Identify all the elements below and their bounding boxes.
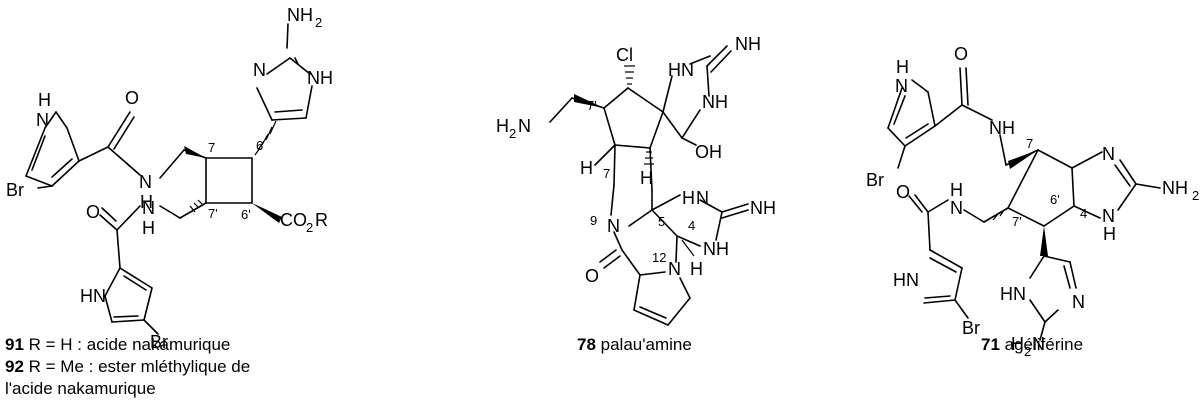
caption-text: R = H : acide nakamurique — [23, 335, 231, 354]
atom-label: N — [1102, 144, 1115, 164]
atom-label: H — [1011, 334, 1024, 354]
atom-number: 4 — [1080, 206, 1087, 221]
atom-label: NH — [750, 198, 776, 218]
atom-label: 2 — [509, 126, 516, 141]
caption-92-line2: l'acide nakamurique — [5, 378, 156, 400]
molecule-nakamuric-acid: H N Br O N H NH 2 N NH H N O CO 2 R HN B… — [6, 5, 333, 352]
atom-label: NH — [1162, 178, 1188, 198]
atom-label: 2 — [306, 220, 313, 235]
caption-text: R = Me : ester mléthylique de — [23, 357, 251, 376]
caption-91: 91 R = H : acide nakamurique — [5, 334, 230, 356]
atom-label: N — [253, 60, 266, 80]
atom-label: N — [1072, 292, 1085, 312]
compound-number: 71 — [981, 335, 1000, 354]
compound-number: 91 — [5, 335, 24, 354]
atom-label: H — [640, 168, 653, 188]
atom-number: 7' — [1012, 214, 1022, 229]
atom-label: O — [125, 88, 139, 108]
molecule-palauamine: Cl NH HN NH OH H 2 N H H N O NH H N NH N… — [496, 34, 776, 326]
compound-number: 78 — [577, 335, 596, 354]
atom-label: NH — [307, 68, 333, 88]
atom-label: N — [1102, 206, 1115, 226]
atom-label: N — [607, 216, 620, 236]
atom-label: N — [139, 172, 152, 192]
caption-78: 78 palau'amine — [577, 334, 692, 356]
caption-text: palau'amine — [595, 335, 692, 354]
atom-number: 7' — [587, 98, 597, 113]
atom-number: 6' — [1050, 192, 1060, 207]
atom-label: N — [36, 110, 49, 130]
atom-number: 5 — [658, 214, 665, 229]
atom-label: N — [518, 116, 531, 136]
atom-label: Cl — [616, 45, 633, 65]
atom-label: H — [690, 259, 703, 279]
atom-label: H — [896, 57, 909, 77]
atom-label: N — [142, 198, 155, 218]
atom-label: HN — [668, 60, 694, 80]
atom-label: H — [682, 188, 695, 208]
compound-number: 92 — [5, 357, 24, 376]
atom-label: N — [895, 76, 908, 96]
atom-label: OH — [695, 142, 722, 162]
atom-label: Br — [962, 318, 980, 338]
atom-label: O — [585, 266, 599, 286]
atom-number: 7' — [208, 206, 218, 221]
caption-text: agéliférine — [999, 335, 1084, 354]
atom-label: O — [896, 182, 910, 202]
atom-number: 12 — [652, 250, 666, 265]
atom-label: HN — [1000, 284, 1026, 304]
caption-71: 71 agéliférine — [981, 334, 1083, 356]
atom-number: 6 — [256, 138, 263, 153]
atom-label: NH — [703, 239, 729, 259]
atom-label: 2 — [1024, 344, 1031, 359]
molecule-ageliferin: H N Br O NH H N O N NH 2 N H HN HN N H 2… — [866, 44, 1199, 359]
atom-label: NH — [735, 34, 761, 54]
atom-label: 2 — [1192, 188, 1199, 203]
atom-label: O — [954, 44, 968, 64]
atom-label: NH — [702, 92, 728, 112]
atom-number: 7 — [208, 140, 215, 155]
atom-label: H — [140, 192, 153, 212]
atom-number: 6' — [241, 207, 251, 222]
atom-label: N — [696, 188, 709, 208]
caption-92: 92 R = Me : ester mléthylique de — [5, 356, 250, 378]
atom-label: R — [315, 210, 328, 230]
atom-label: H — [142, 218, 155, 238]
atom-number: 9 — [590, 213, 597, 228]
atom-label: N — [1032, 334, 1045, 354]
atom-label: H — [496, 116, 509, 136]
atom-label: H — [1103, 224, 1116, 244]
atom-label: 2 — [315, 15, 322, 30]
atom-label: O — [86, 202, 100, 222]
atom-label: H — [580, 158, 593, 178]
atom-label: NH — [287, 5, 313, 25]
atom-number: 4 — [688, 218, 695, 233]
atom-label: NH — [989, 118, 1015, 138]
caption-text: l'acide nakamurique — [5, 379, 156, 398]
atom-label: HN — [80, 286, 106, 306]
atom-label: Br — [6, 180, 24, 200]
atom-number: 7 — [603, 166, 610, 181]
atom-label: Br — [150, 332, 168, 352]
atom-label: H — [38, 90, 51, 110]
atom-label: Br — [866, 170, 884, 190]
atom-label: N — [950, 198, 963, 218]
atom-label: N — [668, 259, 681, 279]
atom-label: HN — [893, 270, 919, 290]
atom-label: H — [950, 180, 963, 200]
atom-label: CO — [280, 210, 307, 230]
atom-number: 7 — [1026, 136, 1033, 151]
